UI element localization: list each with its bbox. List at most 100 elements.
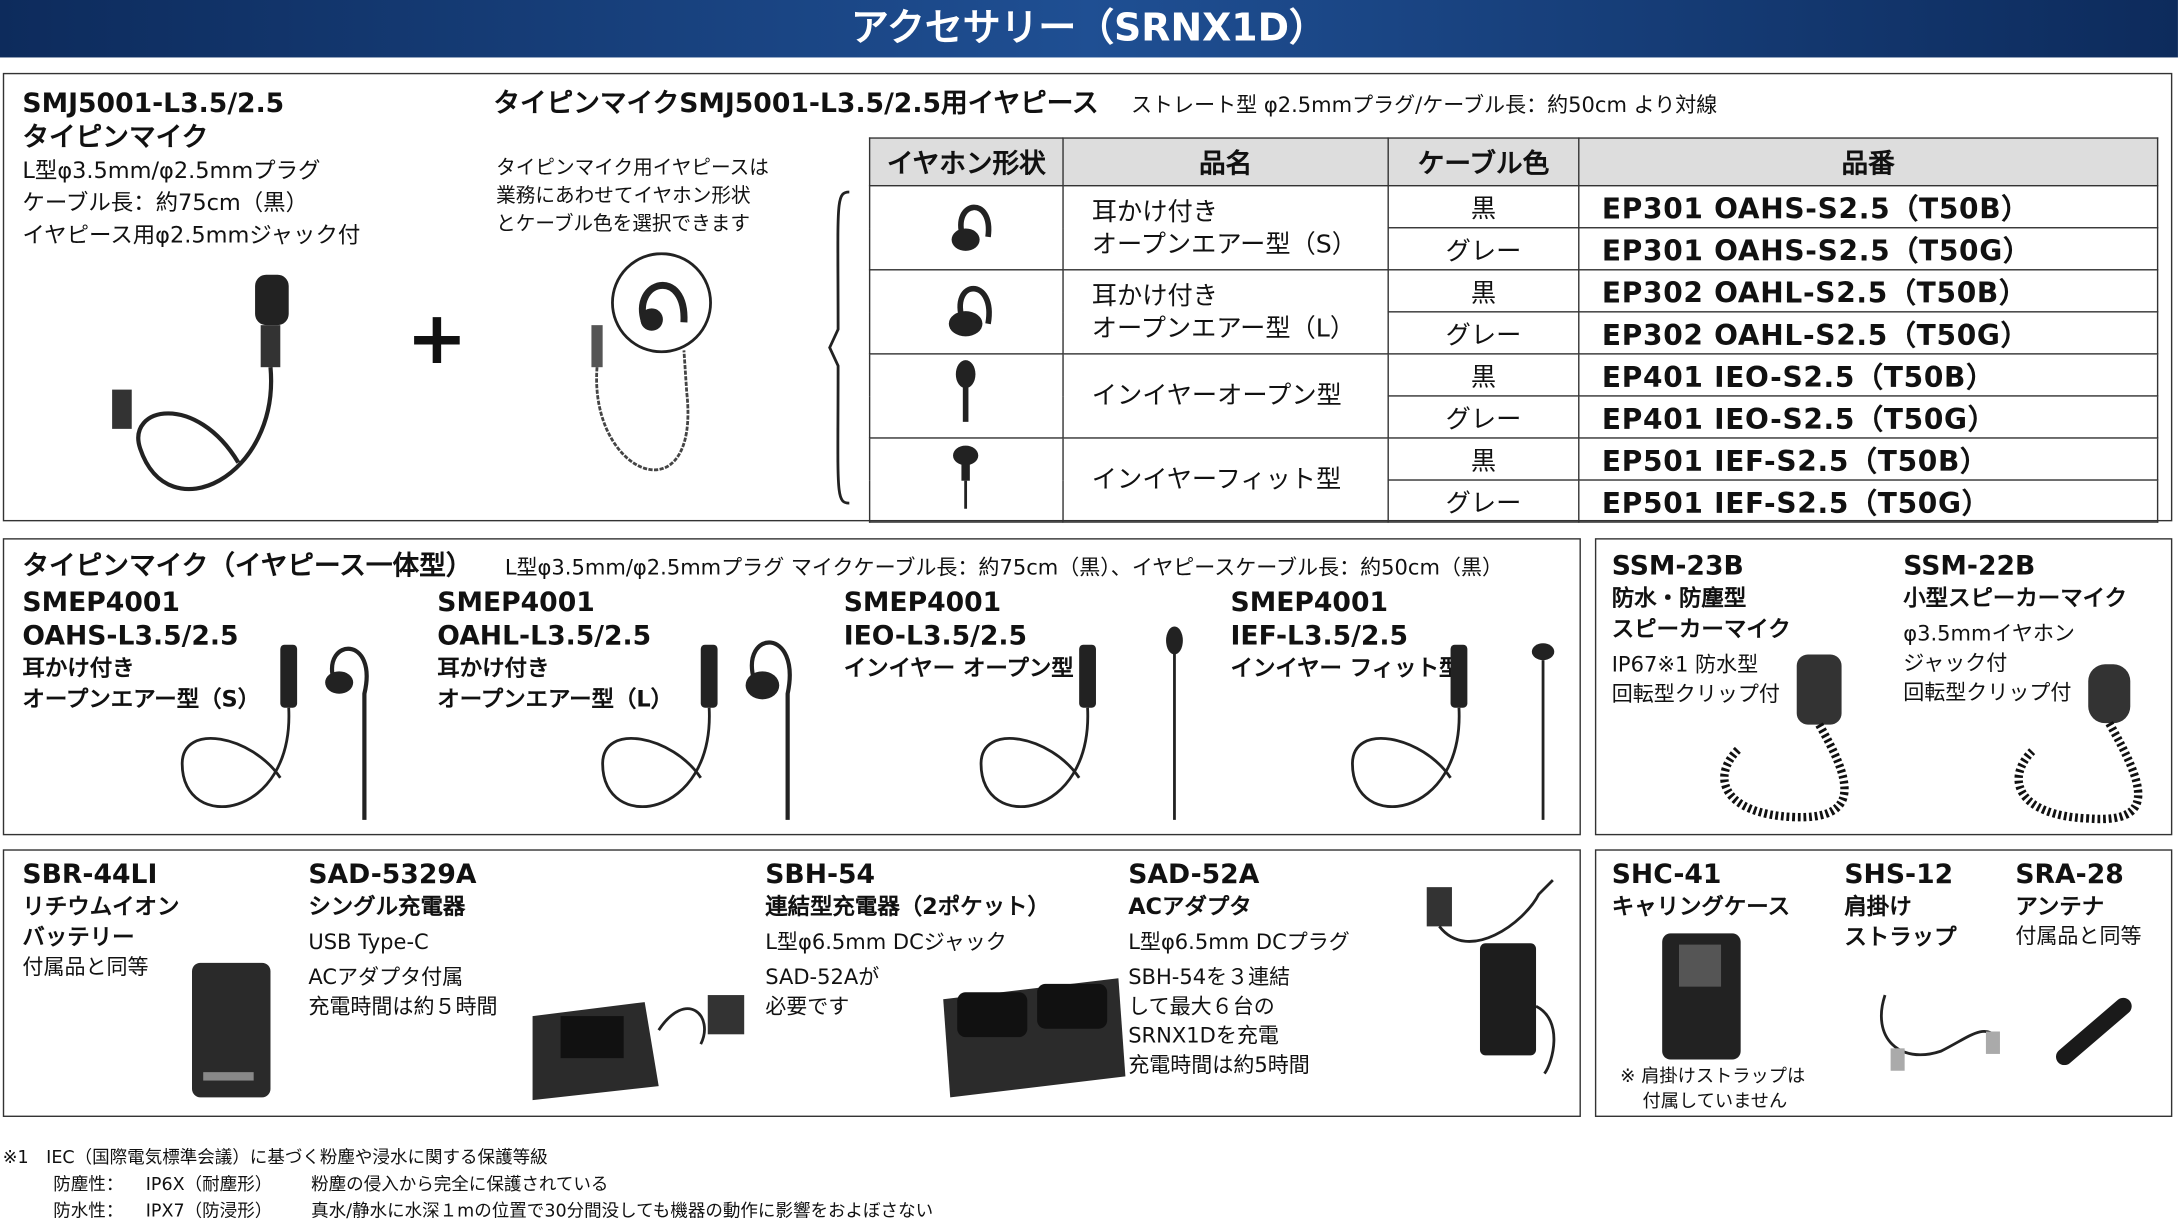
item-desc: L型φ6.5mm DCプラグ [1128, 929, 1350, 955]
item-desc: 耳かけ付き [22, 654, 135, 682]
desc-line: とケーブル色を選択できます [496, 213, 751, 236]
earhook-l-icon [868, 269, 1064, 355]
item-desc: 付属品と同等 [2015, 923, 2142, 949]
antenna-image [2056, 997, 2132, 1066]
integrated-subheading: L型φ3.5mm/φ2.5mmプラグ マイクケーブル長：約75cm（黒）、イヤピ… [504, 554, 1504, 581]
integrated-mic-section [2, 538, 1581, 836]
footnote-line: ※1 IEC（国際電気標準会議）に基づく粉塵や浸水に関する保護等級 [2, 1146, 548, 1168]
item-model: SRA-28 [2015, 859, 2124, 890]
item-model: SSM-22B [1903, 550, 2036, 582]
item-model: IEO-L3.5/2.5 [843, 620, 1028, 652]
power-item: SBR-44LI リチウムイオン バッテリー 付属品と同等 [22, 858, 179, 983]
item-desc: USB Type-C [308, 929, 429, 955]
carry-case-note: ※ 肩掛けストラップは 付属していません [1620, 1065, 1805, 1115]
item-name: スピーカーマイク [1611, 615, 1791, 642]
speaker-item: SSM-22B 小型スピーカーマイク φ3.5mmイヤホン ジャック付 回転型ク… [1903, 549, 2127, 707]
item-desc: して最大６台の [1128, 993, 1275, 1019]
ac-adapter-image [1426, 879, 1556, 1075]
product-name: インイヤーオープン型 [1062, 353, 1389, 439]
integrated-item: SMEP4001 IEO-L3.5/2.5 インイヤー オープン型 [844, 586, 1074, 684]
footnote-desc: 粉塵の侵入から完全に保護されている [311, 1173, 609, 1195]
item-desc: ジャック付 [1903, 650, 2008, 676]
item-desc: オープンエアー型（L） [437, 685, 674, 712]
item-model: SAD-5329A [308, 859, 477, 890]
footnote-value: IPX7（防浸形） [145, 1199, 273, 1221]
footnote-desc: 真水/静水に水深１mの位置で30分間没しても機器の動作に影響をおよぼさない [311, 1199, 934, 1221]
item-desc: オープンエアー型（S） [22, 685, 261, 712]
strap-image [1879, 994, 2000, 1071]
bracket [828, 190, 850, 505]
cable-color: グレー [1387, 311, 1580, 355]
integrated-item: SMEP4001 OAHL-L3.5/2.5 耳かけ付き オープンエアー型（L） [437, 586, 673, 715]
speaker-mic-section [1594, 538, 2173, 836]
table-row: グレー EP501 IEF-S2.5（T50G） [870, 479, 2159, 523]
table-row: 耳かけ付きオープンエアー型（S） 黒 EP301 OAHS-S2.5（T50B） [868, 184, 2159, 271]
tiepin-mic-image [112, 274, 289, 492]
item-name: アンテナ [2015, 892, 2105, 920]
earpiece-table: イヤホン形状 品名 ケーブル色 品番 耳かけ付きオープンエアー型（S） 黒 EP… [868, 137, 2159, 523]
item-name: 連結型充電器（2ポケット） [765, 892, 1050, 920]
part-number: EP501 IEF-S2.5（T50G） [1578, 479, 2159, 523]
item-desc: 充電時間は約５時間 [308, 993, 498, 1019]
part-number: EP301 OAHS-S2.5（T50B） [1578, 184, 2159, 229]
item-model: OAHL-L3.5/2.5 [437, 620, 652, 652]
table-row: グレー EP302 OAHL-S2.5（T50G） [870, 311, 2159, 355]
table-row: グレー EP401 IEO-S2.5（T50G） [870, 395, 2159, 439]
name-line: オープンエアー型（S） [1091, 229, 1358, 259]
item-model: SMEP4001 [22, 587, 180, 619]
item-model: SHC-41 [1611, 859, 1722, 890]
plus-sign: + [406, 297, 468, 382]
table-row: インイヤーオープン型 黒 EP401 IEO-S2.5（T50B） [868, 353, 2159, 439]
in-ear-open-icon [868, 353, 1064, 439]
item-model: SMEP4001 [437, 587, 595, 619]
cable-color: グレー [1387, 395, 1580, 439]
smep-ief-image [1351, 643, 1555, 820]
name-line: オープンエアー型（L） [1091, 313, 1356, 343]
cable-color: 黒 [1387, 184, 1580, 229]
item-name: 肩掛け [1844, 892, 1912, 920]
power-section [2, 849, 1581, 1117]
item-name: ACアダプタ [1128, 892, 1252, 920]
part-number: EP501 IEF-S2.5（T50B） [1578, 437, 2159, 481]
note-line: ※ 肩掛けストラップは [1620, 1066, 1806, 1088]
item-desc: φ3.5mmイヤホン [1903, 620, 2075, 647]
item-desc: インイヤー フィット型 [1230, 654, 1462, 682]
dual-charger-image [943, 978, 1126, 1098]
integrated-heading: タイピンマイク（イヤピース一体型） [22, 550, 473, 582]
item-model: SSM-23B [1611, 550, 1744, 582]
carrying-case-image [1662, 933, 1741, 1060]
earpiece-description: タイピンマイク用イヤピースは 業務にあわせてイヤホン形状 とケーブル色を選択でき… [496, 154, 769, 238]
cable-color: 黒 [1387, 269, 1580, 313]
earpiece-heading: タイピンマイクSMJ5001-L3.5/2.5用イヤピース [493, 88, 1099, 120]
item-desc: IP67※1 防水型 [1611, 651, 1759, 677]
part-number: EP301 OAHS-S2.5（T50G） [1578, 227, 2159, 271]
ssm-23b-image [1720, 654, 1849, 822]
cable-color: 黒 [1387, 353, 1580, 397]
col-header: 品名 [1062, 137, 1389, 187]
item-desc: インイヤー オープン型 [843, 654, 1074, 682]
battery-image [192, 962, 271, 1098]
earhook-s-icon [868, 184, 1064, 271]
item-name: シングル充電器 [308, 892, 466, 920]
item-desc: 回転型クリップ付 [1903, 679, 2072, 705]
part-number: EP302 OAHL-S2.5（T50B） [1578, 269, 2159, 313]
earpiece-image [591, 252, 712, 472]
cable-color: グレー [1387, 227, 1580, 271]
table-row: 耳かけ付きオープンエアー型（L） 黒 EP302 OAHL-S2.5（T50B） [868, 269, 2159, 355]
col-header: ケーブル色 [1387, 137, 1580, 187]
part-number: EP401 IEO-S2.5（T50B） [1578, 353, 2159, 397]
part-number: EP401 IEO-S2.5（T50G） [1578, 395, 2159, 439]
footnote-key: 防水性： [53, 1199, 124, 1221]
item-model: SBR-44LI [22, 859, 158, 890]
page-title: アクセサリー（SRNX1D） [0, 0, 2178, 58]
cable-color: 黒 [1387, 437, 1580, 481]
desc-line: 業務にあわせてイヤホン形状 [496, 184, 751, 208]
power-item: SBH-54 連結型充電器（2ポケット） L型φ6.5mm DCジャック SAD… [765, 858, 1050, 1022]
item-desc: SRNX1Dを充電 [1128, 1023, 1279, 1049]
item-name: リチウムイオン [22, 892, 180, 920]
other-item: SHS-12 肩掛け ストラップ [1844, 858, 1956, 953]
name-line: 耳かけ付き [1091, 281, 1218, 311]
item-desc: L型φ6.5mm DCジャック [765, 929, 1007, 955]
item-model: OAHS-L3.5/2.5 [22, 620, 239, 652]
other-accessories-section [1594, 849, 2173, 1117]
